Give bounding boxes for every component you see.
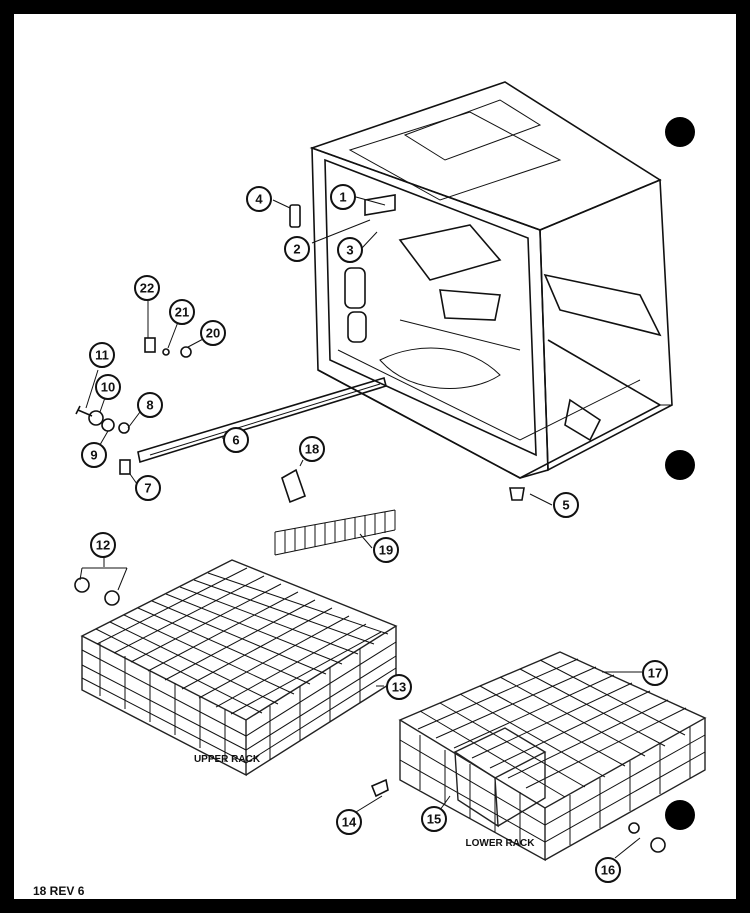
svg-text:2: 2 [293, 242, 300, 257]
svg-text:22: 22 [140, 281, 154, 296]
callout-11: 11 [89, 342, 115, 368]
lower-rack-label: LOWER RACK [466, 838, 536, 849]
callout-4: 4 [246, 186, 272, 212]
svg-text:15: 15 [427, 812, 441, 827]
part-18-rack-clip [281, 468, 307, 504]
svg-text:16: 16 [601, 863, 615, 878]
callout-9: 9 [81, 442, 107, 468]
part-16-wheel-assembly [628, 822, 666, 853]
part-19-tine-row [274, 509, 396, 556]
svg-text:1: 1 [339, 190, 346, 205]
lower-rack-wireframe [398, 651, 707, 862]
svg-text:12: 12 [96, 538, 110, 553]
part-22-bracket [144, 337, 156, 353]
callout-6: 6 [223, 427, 249, 453]
svg-text:7: 7 [144, 481, 151, 496]
svg-text:10: 10 [101, 380, 115, 395]
svg-text:8: 8 [146, 398, 153, 413]
callout-16: 16 [595, 857, 621, 883]
part-12-rack-rollers [74, 567, 128, 606]
part-5-leveling-leg [509, 487, 525, 501]
svg-text:9: 9 [90, 448, 97, 463]
callout-17: 17 [642, 660, 668, 686]
parts-diagram-sheet: 1 2 3 4 5 6 7 8 9 10 11 12 13 14 15 16 1… [14, 14, 736, 899]
callout-18: 18 [299, 436, 325, 462]
callout-12: 12 [90, 532, 116, 558]
svg-text:21: 21 [175, 305, 189, 320]
part-14-clip [370, 778, 389, 798]
part-7-clip [119, 459, 131, 475]
callout-2: 2 [284, 236, 310, 262]
exploded-view-drawing: 1 2 3 4 5 6 7 8 9 10 11 12 13 14 15 16 1… [33, 81, 707, 898]
part-20-nut [180, 346, 192, 358]
callout-10: 10 [95, 374, 121, 400]
callout-8: 8 [137, 392, 163, 418]
svg-text:11: 11 [95, 348, 109, 363]
part-9-nut [101, 418, 115, 432]
svg-text:4: 4 [255, 192, 263, 207]
part-6-rack-rail [137, 376, 387, 464]
dishwasher-tub [309, 81, 673, 479]
callout-13: 13 [386, 674, 412, 700]
callout-5: 5 [553, 492, 579, 518]
punch-hole-bottom [665, 800, 695, 830]
callout-14: 14 [336, 809, 362, 835]
svg-text:3: 3 [346, 243, 353, 258]
svg-text:6: 6 [232, 433, 239, 448]
page-footer-revision: 18 REV 6 [33, 884, 85, 898]
svg-text:5: 5 [562, 498, 569, 513]
part-10-roller [88, 410, 104, 426]
callout-20: 20 [200, 320, 226, 346]
svg-text:13: 13 [392, 680, 406, 695]
callout-3: 3 [337, 237, 363, 263]
callout-1: 1 [330, 184, 356, 210]
part-8-washer [118, 422, 130, 434]
svg-text:19: 19 [379, 543, 393, 558]
part-21-washer [162, 348, 170, 356]
svg-text:17: 17 [648, 666, 662, 681]
svg-text:20: 20 [206, 326, 220, 341]
upper-rack-wireframe [80, 559, 398, 777]
part-15-silverware-basket [453, 727, 547, 828]
callout-19: 19 [373, 537, 399, 563]
part-11-bolt [75, 405, 93, 417]
leader-lines [85, 196, 642, 859]
callout-15: 15 [421, 806, 447, 832]
punch-hole-top [665, 117, 695, 147]
part-4-bracket [289, 204, 301, 228]
callout-21: 21 [169, 299, 195, 325]
callout-7: 7 [135, 475, 161, 501]
svg-text:18: 18 [305, 442, 319, 457]
svg-text:14: 14 [342, 815, 357, 830]
punch-hole-middle [665, 450, 695, 480]
callout-22: 22 [134, 275, 160, 301]
upper-rack-label: UPPER RACK [194, 754, 261, 765]
